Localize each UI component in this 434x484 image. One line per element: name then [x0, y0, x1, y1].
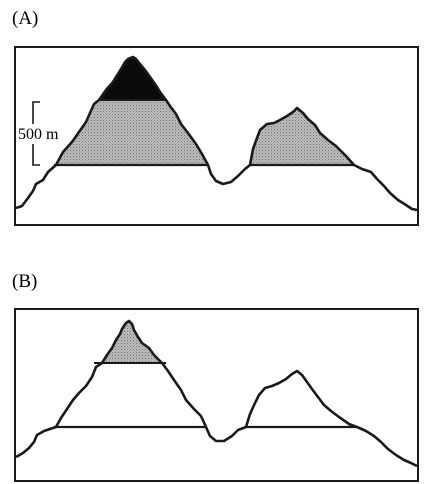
panel-a-label: (A) — [12, 8, 39, 29]
terrain-profile-outline — [16, 319, 417, 468]
panel-a-frame: 500 m — [14, 46, 419, 226]
left-mountain-black-summit — [99, 57, 166, 100]
terrain-profile-outline — [16, 55, 417, 212]
panel-a-mountain-diagram: 500 m — [16, 55, 417, 212]
left-mountain-stippled-band — [56, 100, 208, 165]
right-mountain-stippled-band — [250, 108, 354, 165]
scale-bar-label: 500 m — [18, 126, 59, 143]
panel-b-label: (B) — [12, 271, 38, 292]
scale-bar-bracket — [32, 101, 40, 166]
panel-b-mountain-diagram — [16, 319, 417, 468]
panel-b-frame — [14, 308, 419, 482]
left-mountain-stippled-summit — [102, 321, 162, 363]
